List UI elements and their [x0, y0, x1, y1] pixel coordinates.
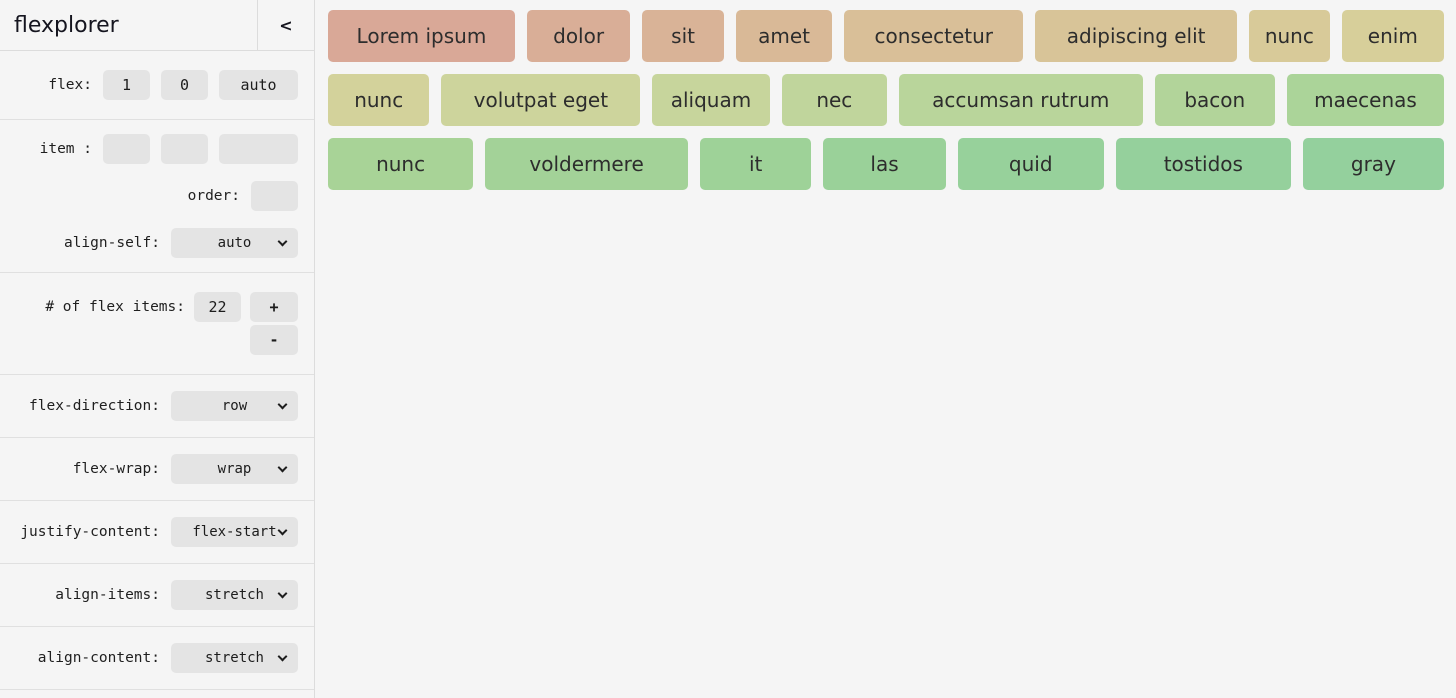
- increment-button[interactable]: +: [250, 292, 298, 322]
- flex-item[interactable]: gray: [1302, 138, 1444, 190]
- align-self-label: align-self:: [63, 235, 160, 251]
- align-content-section: align-content: stretch: [0, 627, 314, 690]
- flex-label: flex:: [48, 77, 92, 93]
- flex-item[interactable]: las: [823, 138, 946, 190]
- flex-item[interactable]: accumsan rutrum: [899, 74, 1143, 126]
- justify-content-label: justify-content:: [20, 524, 160, 540]
- flex-item[interactable]: nunc: [328, 74, 430, 126]
- flex-direction-select[interactable]: row: [171, 391, 298, 421]
- flex-item[interactable]: bacon: [1154, 74, 1275, 126]
- flex-item[interactable]: nec: [781, 74, 887, 126]
- flex-wrap-section: flex-wrap: wrap: [0, 438, 314, 501]
- flex-item[interactable]: adipiscing elit: [1035, 10, 1238, 62]
- item-flex-grow-input[interactable]: [103, 134, 150, 164]
- flex-item[interactable]: nunc: [328, 138, 474, 190]
- sidebar-header: flexplorer <: [0, 0, 314, 51]
- align-items-select[interactable]: stretch: [171, 580, 298, 610]
- flex-item[interactable]: it: [700, 138, 812, 190]
- order-input[interactable]: [251, 181, 298, 211]
- flex-item[interactable]: nunc: [1249, 10, 1330, 62]
- align-content-label: align-content:: [37, 650, 160, 666]
- flex-item[interactable]: maecenas: [1286, 74, 1444, 126]
- flex-item[interactable]: dolor: [526, 10, 631, 62]
- chevron-left-icon: <: [279, 15, 293, 35]
- flex-item[interactable]: enim: [1341, 10, 1444, 62]
- flex-shorthand-section: flex:: [0, 51, 314, 120]
- flex-items-count-label: # of flex items:: [45, 299, 185, 315]
- flex-item[interactable]: Lorem ipsum: [328, 10, 515, 62]
- justify-content-select[interactable]: flex-start: [171, 517, 298, 547]
- decrement-button[interactable]: -: [250, 325, 298, 355]
- flex-shrink-input[interactable]: [161, 70, 208, 100]
- collapse-sidebar-button[interactable]: <: [257, 0, 314, 50]
- flex-item[interactable]: tostidos: [1115, 138, 1291, 190]
- item-section: item : order: align-self: auto: [0, 120, 314, 273]
- flex-basis-input[interactable]: [219, 70, 298, 100]
- flex-wrap-label: flex-wrap:: [72, 461, 160, 477]
- flex-items-count-input[interactable]: [194, 292, 241, 322]
- flex-item[interactable]: sit: [642, 10, 724, 62]
- sidebar: flexplorer < flex: item : order: align-s…: [0, 0, 315, 698]
- order-label: order:: [187, 188, 240, 204]
- flex-grow-input[interactable]: [103, 70, 150, 100]
- justify-content-section: justify-content: flex-start: [0, 501, 314, 564]
- flex-wrap-select[interactable]: wrap: [171, 454, 298, 484]
- item-flex-shrink-input[interactable]: [161, 134, 208, 164]
- item-count-section: # of flex items: + -: [0, 273, 314, 375]
- flex-item[interactable]: voldermere: [485, 138, 688, 190]
- align-self-select[interactable]: auto: [171, 228, 298, 258]
- align-items-section: align-items: stretch: [0, 564, 314, 627]
- flex-item[interactable]: consectetur: [844, 10, 1024, 62]
- align-items-label: align-items:: [55, 587, 160, 603]
- flex-item[interactable]: amet: [735, 10, 833, 62]
- app-title: flexplorer: [14, 12, 119, 38]
- flex-item[interactable]: aliquam: [652, 74, 770, 126]
- align-content-select[interactable]: stretch: [171, 643, 298, 673]
- item-flex-basis-input[interactable]: [219, 134, 298, 164]
- flex-direction-section: flex-direction: row: [0, 375, 314, 438]
- flex-item[interactable]: quid: [957, 138, 1104, 190]
- flex-item[interactable]: volutpat eget: [441, 74, 641, 126]
- item-label: item :: [39, 141, 92, 157]
- flex-direction-label: flex-direction:: [29, 398, 160, 414]
